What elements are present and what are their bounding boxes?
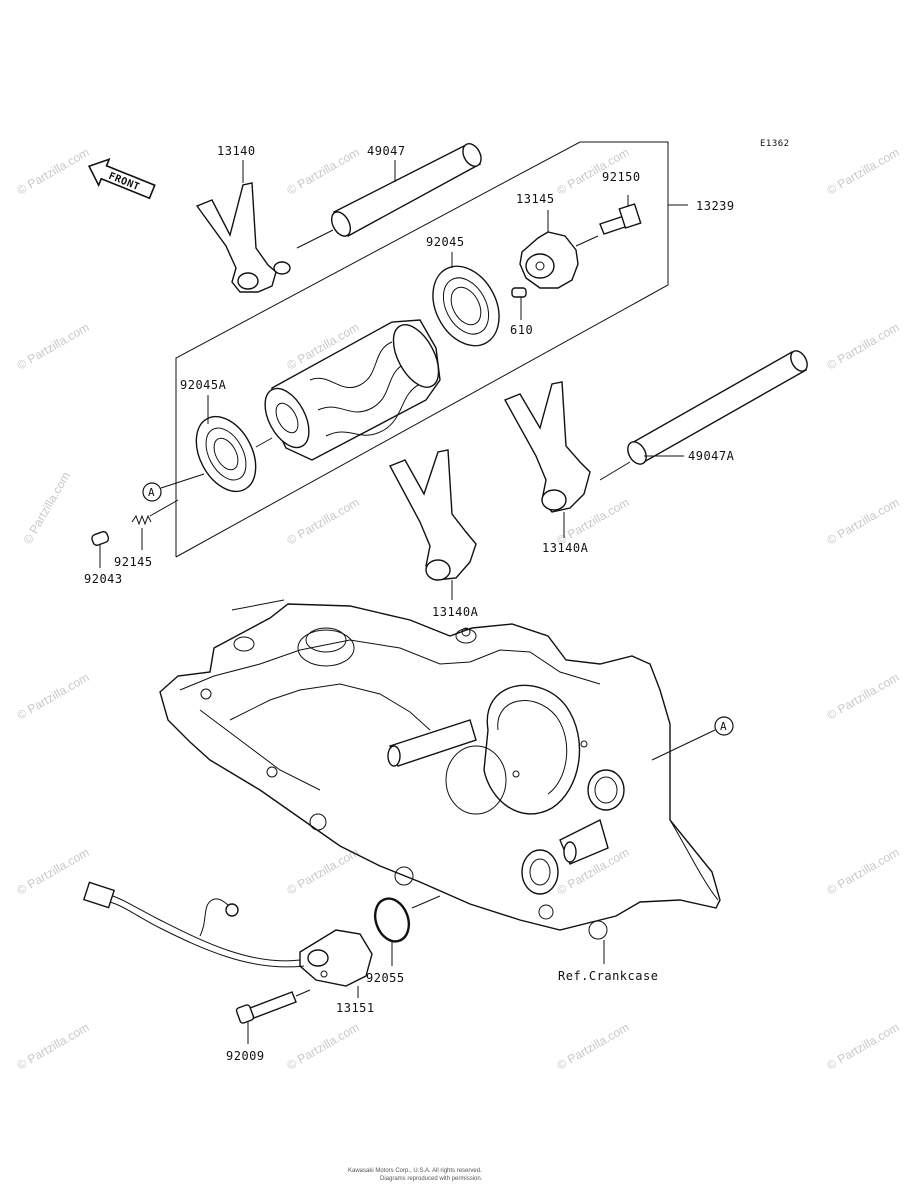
watermark: © Partzilla.com bbox=[825, 495, 902, 548]
watermark: © Partzilla.com bbox=[555, 1020, 632, 1073]
part-label: 13140A bbox=[432, 605, 479, 619]
callout-a-label: A bbox=[720, 720, 727, 733]
watermark: © Partzilla.com bbox=[825, 670, 902, 723]
part-label: 13140A bbox=[542, 541, 589, 555]
diagram-code: E1362 bbox=[760, 139, 790, 149]
bolt-92150 bbox=[575, 195, 642, 247]
watermark: © Partzilla.com bbox=[825, 845, 902, 898]
part-label: 92150 bbox=[602, 170, 641, 184]
watermark: © Partzilla.com bbox=[15, 320, 92, 373]
part-label: 92045 bbox=[426, 235, 465, 249]
part-label: 610 bbox=[510, 323, 533, 337]
shift-drum bbox=[264, 319, 441, 461]
part-labels: 13140 49047 13239 92150 13145 92045 610 … bbox=[84, 144, 735, 1063]
front-arrow-icon: FRONT bbox=[87, 157, 156, 200]
watermark: © Partzilla.com bbox=[15, 670, 92, 723]
bearing-92045A bbox=[195, 395, 273, 493]
part-label: 49047A bbox=[688, 449, 735, 463]
shift-drum-cam-13145 bbox=[519, 210, 579, 289]
callout-a-top: A bbox=[142, 473, 205, 502]
shaft-49047 bbox=[296, 143, 482, 249]
copyright-line: Kawasaki Motors Corp., U.S.A. All rights… bbox=[348, 1168, 482, 1174]
part-label: 92055 bbox=[366, 971, 405, 985]
watermark: © Partzilla.com bbox=[825, 320, 902, 373]
part-label: 92009 bbox=[226, 1049, 265, 1063]
shift-fork-13140A-right bbox=[504, 381, 591, 538]
part-label: 92043 bbox=[84, 572, 123, 586]
o-ring-92055 bbox=[373, 895, 441, 966]
watermark: © Partzilla.com bbox=[15, 145, 92, 198]
watermark-vertical: © Partzilla.com bbox=[20, 469, 73, 546]
part-label: 13151 bbox=[336, 1001, 375, 1015]
watermark: © Partzilla.com bbox=[285, 1020, 362, 1073]
watermark: © Partzilla.com bbox=[15, 1020, 92, 1073]
watermark: © Partzilla.com bbox=[825, 145, 902, 198]
bearing-92045 bbox=[432, 252, 500, 347]
callout-a-label: A bbox=[148, 486, 155, 499]
callout-a-bottom: A bbox=[651, 716, 734, 761]
part-label: 92145 bbox=[114, 555, 153, 569]
part-label: 13140 bbox=[217, 144, 256, 158]
watermark: © Partzilla.com bbox=[825, 1020, 902, 1073]
pin-610 bbox=[511, 287, 527, 320]
shift-drum-assembly-outline bbox=[175, 141, 688, 558]
part-label: 92045A bbox=[180, 378, 227, 392]
watermark: © Partzilla.com bbox=[285, 495, 362, 548]
plunger-92043 bbox=[91, 530, 110, 568]
bolt-92009 bbox=[235, 989, 311, 1044]
watermark: © Partzilla.com bbox=[285, 145, 362, 198]
spring-92145 bbox=[131, 499, 179, 550]
part-label: 49047 bbox=[367, 144, 406, 158]
ref-crankcase-label: Ref.Crankcase bbox=[558, 969, 658, 983]
part-label: 13145 bbox=[516, 192, 555, 206]
crankcase bbox=[159, 599, 721, 964]
gear-position-sensor-13151 bbox=[82, 881, 373, 998]
watermark: © Partzilla.com bbox=[15, 845, 92, 898]
shaft-49047A bbox=[599, 350, 808, 481]
copyright-line: Diagrams reproduced with permission. bbox=[380, 1176, 483, 1182]
part-label: 13239 bbox=[696, 199, 735, 213]
watermark: © Partzilla.com bbox=[285, 845, 362, 898]
shift-fork-13140 bbox=[195, 160, 291, 293]
shift-fork-13140A-left bbox=[389, 449, 477, 600]
